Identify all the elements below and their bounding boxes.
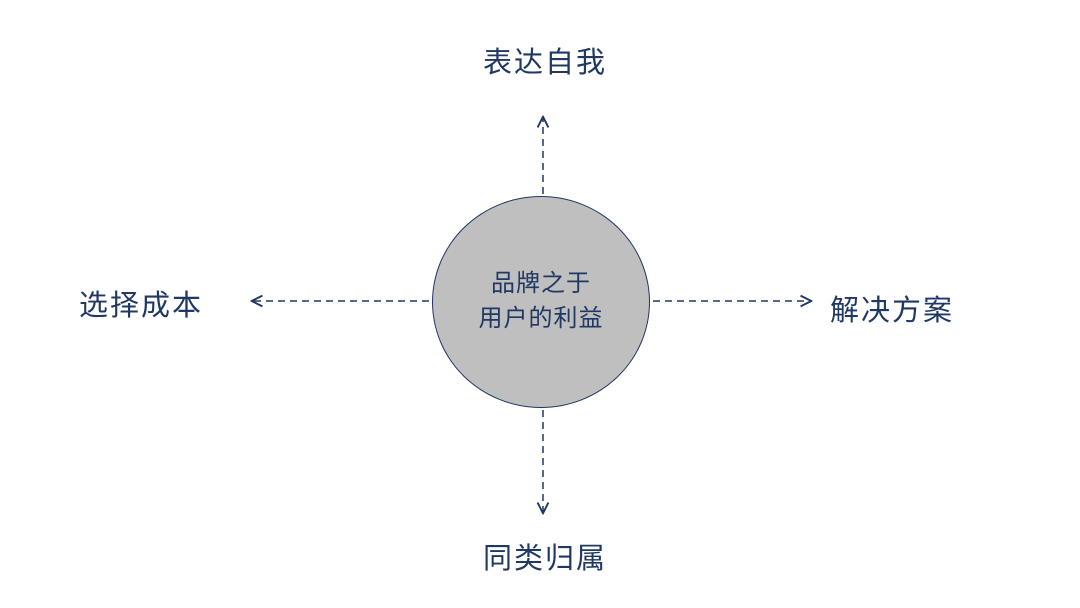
label-left-choice-cost: 选择成本 <box>78 290 204 322</box>
label-top-express-self: 表达自我 <box>482 47 608 79</box>
label-bottom-group-belonging: 同类归属 <box>482 543 608 575</box>
center-text-line1: 品牌之于 <box>491 271 591 298</box>
center-circle: 品牌之于 用户的利益 <box>432 196 650 408</box>
center-circle-text: 品牌之于 用户的利益 <box>479 267 604 337</box>
center-text-line2: 用户的利益 <box>478 306 604 332</box>
label-right-solution: 解决方案 <box>829 295 955 327</box>
